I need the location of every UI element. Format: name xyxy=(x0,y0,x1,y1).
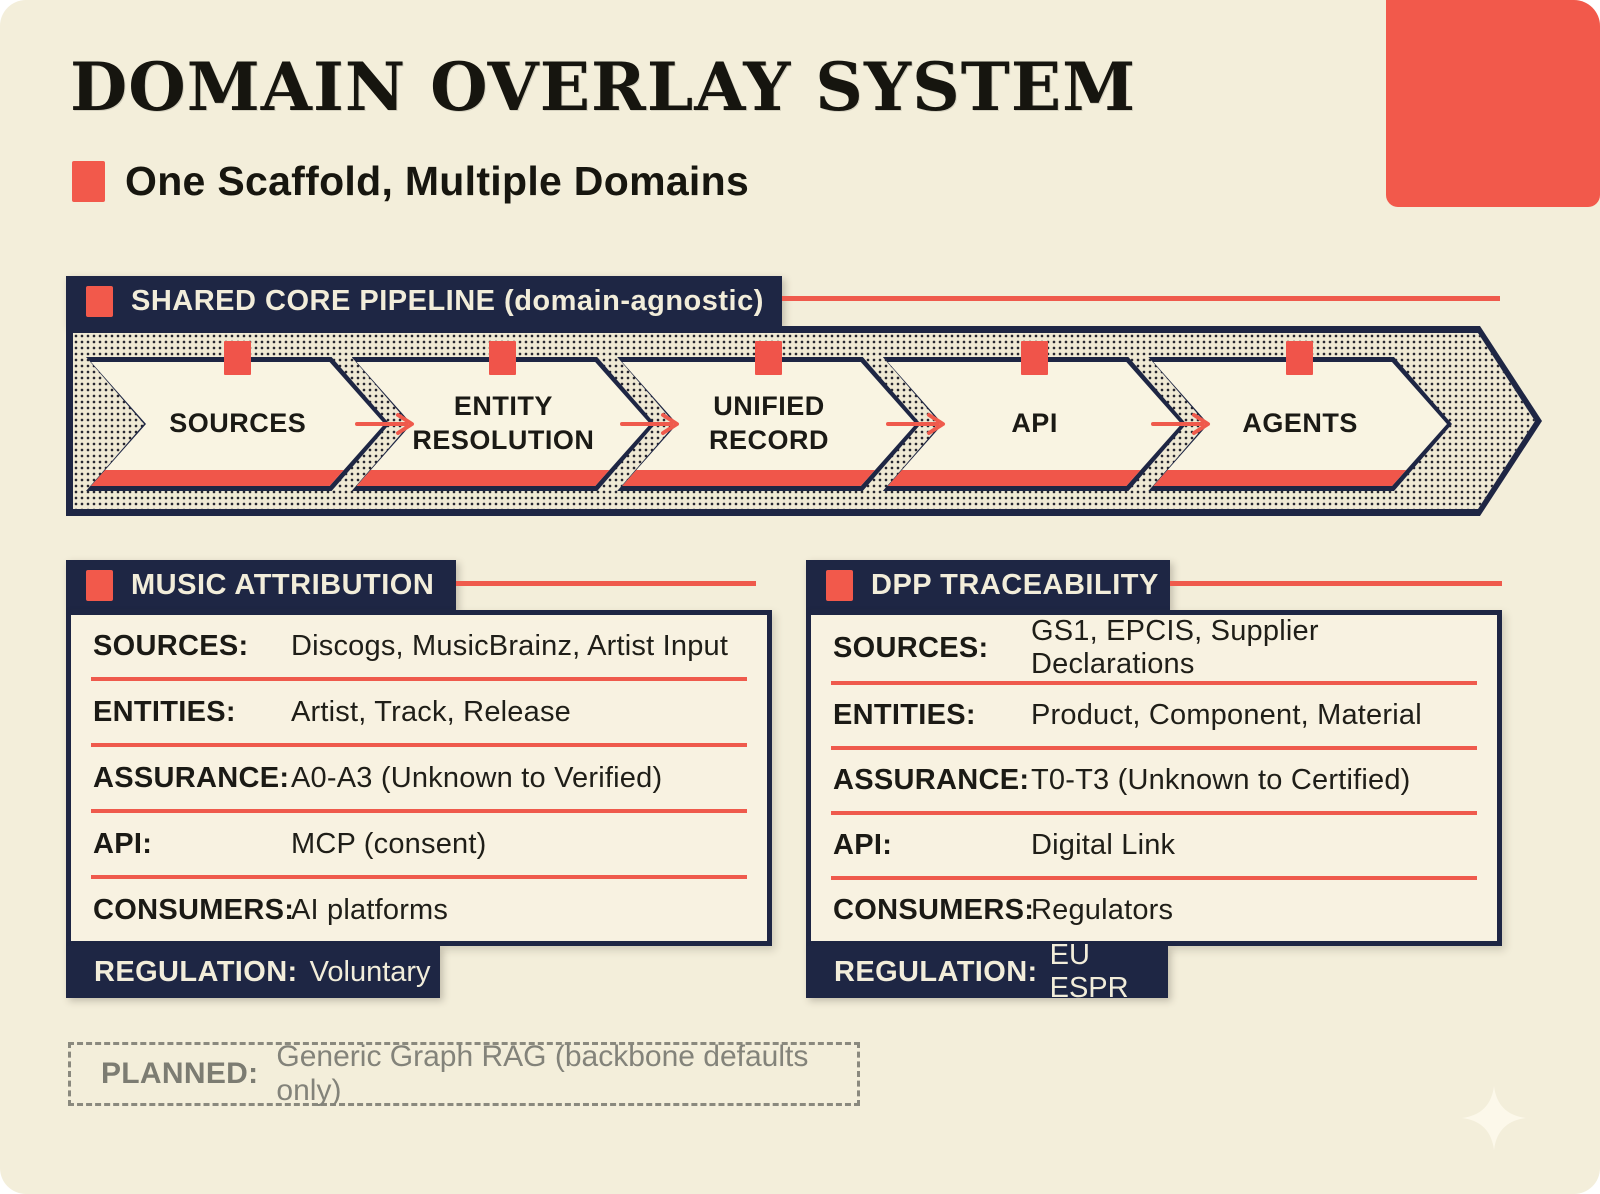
page-title: DOMAIN OVERLAY SYSTEM xyxy=(70,48,1137,126)
chevron-stripe xyxy=(91,470,385,486)
row-value: Regulators xyxy=(1031,894,1174,926)
row-label: ENTITIES: xyxy=(93,695,236,728)
accent-square-icon xyxy=(86,285,113,317)
music-header-rule xyxy=(456,581,756,586)
chevron-body xyxy=(91,362,385,486)
table-row: ASSURANCE: T0-T3 (Unknown to Certified) xyxy=(811,750,1497,811)
pipeline-stage-entity-resolution: ENTITY RESOLUTION xyxy=(352,357,656,491)
regulation-label: REGULATION: xyxy=(834,955,1038,988)
table-row: SOURCES: Discogs, MusicBrainz, Artist In… xyxy=(71,615,767,677)
pipeline-track: SOURCES ENTITY RESOLUTION xyxy=(66,326,1542,516)
dpp-traceability-header-label: DPP TRACEABILITY xyxy=(871,568,1159,601)
tab-marker-icon xyxy=(1286,341,1313,375)
row-divider xyxy=(831,681,1477,685)
regulation-value: EU ESPR xyxy=(1049,939,1129,1004)
accent-square-icon xyxy=(826,569,853,601)
row-value: Product, Component, Material xyxy=(1031,699,1422,731)
chevron-body xyxy=(622,362,916,486)
flow-arrow-icon xyxy=(354,411,420,437)
flow-arrow-icon xyxy=(619,411,685,437)
flow-arrow-icon xyxy=(1150,411,1216,437)
pipeline-header-rule xyxy=(782,296,1500,301)
regulation-value: Voluntary xyxy=(309,955,431,988)
row-value: Discogs, MusicBrainz, Artist Input xyxy=(291,629,729,662)
music-regulation-bar: REGULATION: Voluntary xyxy=(66,946,440,998)
row-label: ENTITIES: xyxy=(833,699,976,731)
dpp-traceability-card: SOURCES: GS1, EPCIS, Supplier Declaratio… xyxy=(806,610,1502,946)
row-value: Digital Link xyxy=(1031,829,1176,861)
row-label: API: xyxy=(833,829,893,861)
pipeline-stage-api: API xyxy=(883,357,1187,491)
row-label: CONSUMERS: xyxy=(93,893,295,926)
stage-label: AGENTS xyxy=(1242,408,1358,439)
table-row: API: Digital Link xyxy=(811,815,1497,876)
row-value: GS1, EPCIS, Supplier Declarations xyxy=(1031,615,1319,680)
table-row: ASSURANCE: A0-A3 (Unknown to Verified) xyxy=(71,747,767,809)
row-value: AI platforms xyxy=(291,893,449,926)
row-divider xyxy=(91,743,747,747)
stage-label: ENTITY RESOLUTION xyxy=(412,391,595,455)
chevron-stripe xyxy=(622,470,916,486)
music-attribution-header-bar: MUSIC ATTRIBUTION xyxy=(66,560,456,610)
pipeline-header-label: SHARED CORE PIPELINE (domain-agnostic) xyxy=(131,284,764,317)
row-value: Artist, Track, Release xyxy=(291,695,571,728)
row-divider xyxy=(831,746,1477,750)
row-divider xyxy=(831,876,1477,880)
tab-marker-icon xyxy=(755,341,782,375)
table-row: SOURCES: GS1, EPCIS, Supplier Declaratio… xyxy=(811,615,1497,681)
table-row: ENTITIES: Artist, Track, Release xyxy=(71,681,767,743)
planned-label: PLANNED: xyxy=(101,1057,259,1090)
chevron-stripe xyxy=(357,470,651,486)
subtitle-text: One Scaffold, Multiple Domains xyxy=(125,158,750,204)
row-divider xyxy=(91,677,747,681)
row-value: T0-T3 (Unknown to Certified) xyxy=(1031,764,1411,796)
music-attribution-card: SOURCES: Discogs, MusicBrainz, Artist In… xyxy=(66,610,772,946)
dpp-regulation-bar: REGULATION: EU ESPR xyxy=(806,939,1168,1004)
dpp-header-rule xyxy=(1170,581,1502,586)
regulation-label: REGULATION: xyxy=(94,955,298,988)
accent-square-icon xyxy=(86,569,113,601)
chevron-body xyxy=(357,362,651,486)
table-row: CONSUMERS: AI platforms xyxy=(71,879,767,941)
tab-marker-icon xyxy=(1021,341,1048,375)
pipeline-stage-unified-record: UNIFIED RECORD xyxy=(617,357,921,491)
row-value: A0-A3 (Unknown to Verified) xyxy=(291,761,663,794)
stage-label: SOURCES xyxy=(169,408,307,439)
row-divider xyxy=(91,875,747,879)
sparkle-icon xyxy=(1462,1086,1526,1150)
flow-arrow-icon xyxy=(885,411,951,437)
row-divider xyxy=(831,811,1477,815)
subtitle: One Scaffold, Multiple Domains xyxy=(72,158,749,205)
planned-value: Generic Graph RAG (backbone defaults onl… xyxy=(276,1040,809,1107)
row-label: CONSUMERS: xyxy=(833,894,1035,926)
planned-box: PLANNED: Generic Graph RAG (backbone def… xyxy=(68,1040,860,1107)
stage-label: API xyxy=(1011,408,1058,439)
chevron-stripe xyxy=(888,470,1182,486)
pipeline-stages: SOURCES ENTITY RESOLUTION xyxy=(86,357,1452,491)
stage-label: UNIFIED RECORD xyxy=(708,391,829,455)
pipeline-stage-sources: SOURCES xyxy=(86,357,390,491)
row-label: API: xyxy=(93,827,153,860)
tab-marker-icon xyxy=(224,341,251,375)
row-label: SOURCES: xyxy=(93,629,249,662)
dpp-traceability-header-bar: DPP TRACEABILITY xyxy=(806,560,1170,610)
row-label: ASSURANCE: xyxy=(93,761,290,794)
table-row: CONSUMERS: Regulators xyxy=(811,880,1497,941)
tab-marker-icon xyxy=(489,341,516,375)
music-attribution-header-label: MUSIC ATTRIBUTION xyxy=(131,568,435,601)
row-value: MCP (consent) xyxy=(291,827,487,860)
row-divider xyxy=(91,809,747,813)
accent-square-icon xyxy=(72,161,105,202)
chevron-stripe xyxy=(1153,470,1447,486)
table-row: API: MCP (consent) xyxy=(71,813,767,875)
table-row: ENTITIES: Product, Component, Material xyxy=(811,685,1497,746)
pipeline-header-bar: SHARED CORE PIPELINE (domain-agnostic) xyxy=(66,276,782,326)
row-label: ASSURANCE: xyxy=(833,764,1030,796)
corner-accent-block xyxy=(1386,0,1600,207)
row-label: SOURCES: xyxy=(833,631,989,664)
